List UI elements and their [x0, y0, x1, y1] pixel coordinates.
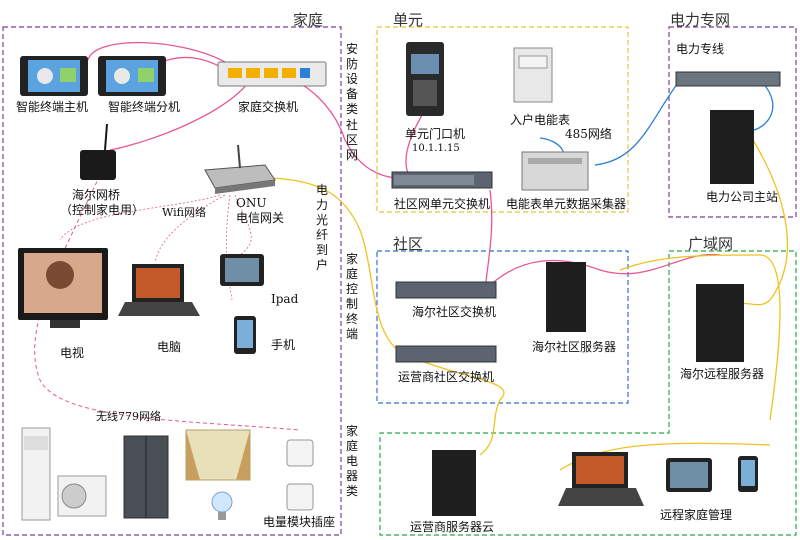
home-switch-icon	[217, 61, 327, 87]
label-wireless-net: 无线779网络	[96, 410, 161, 423]
remote-server-icon	[696, 284, 744, 362]
link-collector-power	[594, 79, 681, 166]
label-haier-comm-server: 海尔社区服务器	[532, 340, 617, 354]
region-unit-title: 单元	[393, 11, 424, 29]
vertical-security: 安防设备类	[345, 42, 358, 116]
link-switch-bridge	[109, 79, 251, 151]
phone-icon	[234, 316, 256, 354]
remote-phone-icon	[738, 456, 758, 492]
label-wifi-net: Wifi网络	[162, 206, 206, 219]
link-host-remote	[739, 134, 788, 306]
label-door-unit: 单元门口机	[405, 127, 466, 141]
wifi-tv	[59, 194, 221, 241]
wan-region-border	[379, 250, 797, 536]
remote-tablet-icon	[666, 458, 712, 492]
power-host-icon	[710, 110, 754, 184]
vertical-community-net: 社区网	[345, 118, 358, 162]
remote-laptop-icon	[558, 452, 644, 506]
label-entry-meter: 入户电能表	[510, 113, 571, 127]
onu-gateway-icon	[204, 144, 276, 194]
op-switch-icon	[395, 345, 497, 363]
label-op-cloud: 运营商服务器云	[410, 520, 495, 534]
region-power-title: 电力专网	[670, 11, 731, 29]
collector-icon	[521, 151, 589, 191]
door-unit-icon	[406, 42, 444, 116]
smart-host-icon	[20, 56, 88, 96]
label-meter-collector: 电能表单元数据采集器	[506, 197, 627, 211]
label-haier-bridge: 海尔网桥	[72, 188, 121, 202]
label-485: 485网络	[565, 127, 612, 141]
region-home-title: 家庭	[293, 11, 324, 29]
label-ipad: Ipad	[271, 292, 299, 306]
label-onu: ONU	[236, 196, 267, 210]
air-conditioner-icon	[21, 427, 107, 521]
power-socket-icon	[286, 439, 314, 511]
smart-ext-icon	[98, 56, 166, 96]
curtain-icon	[185, 429, 251, 481]
label-haier-remote-server: 海尔远程服务器	[680, 367, 765, 381]
light-bulb-icon	[211, 491, 233, 520]
laptop-icon	[118, 264, 200, 316]
entry-meter-icon	[513, 47, 553, 103]
unit-switch-icon	[391, 171, 493, 189]
wifi-phone	[226, 194, 233, 301]
label-onu-gateway: 电信网关	[236, 211, 285, 225]
link-switch-unit	[269, 71, 396, 179]
label-tv: 电视	[60, 346, 85, 360]
home-region-border	[2, 26, 342, 536]
haier-bridge-icon	[80, 123, 116, 180]
refrigerator-icon	[123, 435, 169, 519]
label-power-socket: 电量模块插座	[263, 515, 336, 529]
label-haier-comm-switch: 海尔社区交换机	[412, 305, 497, 319]
label-power-private: 电力专线	[676, 42, 725, 56]
vertical-control-terminal: 家庭控制终端	[345, 252, 358, 341]
link-remote-yellow	[619, 254, 781, 421]
community-region-border	[376, 250, 629, 404]
tv-icon	[18, 248, 108, 328]
label-door-ip: 10.1.1.15	[412, 143, 460, 154]
ipad-icon	[220, 254, 264, 286]
label-home-switch: 家庭交换机	[238, 100, 299, 114]
label-smart-host: 智能终端主机	[16, 100, 89, 114]
power-line-router-icon	[675, 71, 781, 87]
label-unit-switch: 社区网单元交换机	[394, 197, 491, 211]
label-op-comm-switch: 运营商社区交换机	[398, 370, 495, 384]
label-smart-ext: 智能终端分机	[108, 100, 181, 114]
wifi-ipad	[234, 194, 252, 256]
vertical-appliances: 家庭电器类	[345, 424, 358, 498]
label-power-host: 电力公司主站	[706, 190, 779, 204]
link-haier-remote	[484, 253, 721, 291]
haier-server-icon	[546, 262, 586, 332]
label-pc: 电脑	[157, 340, 182, 354]
cloud-server-icon	[432, 450, 476, 516]
link-onu-op	[269, 177, 401, 353]
region-community-title: 社区	[393, 235, 424, 253]
vertical-fiber: 电力光纤到户	[315, 183, 328, 272]
label-phone: 手机	[271, 338, 296, 352]
power-region-border	[668, 26, 797, 218]
haier-switch-icon	[395, 281, 497, 299]
region-wan-title: 广域网	[688, 235, 734, 253]
label-remote-home-mgmt: 远程家庭管理	[660, 508, 733, 522]
link-unit-haier	[484, 189, 493, 291]
link-op-cloud	[399, 351, 505, 456]
label-haier-bridge-sub: （控制家电用）	[60, 203, 145, 217]
wifi-pc	[154, 194, 226, 263]
unit-region-border	[376, 26, 629, 213]
